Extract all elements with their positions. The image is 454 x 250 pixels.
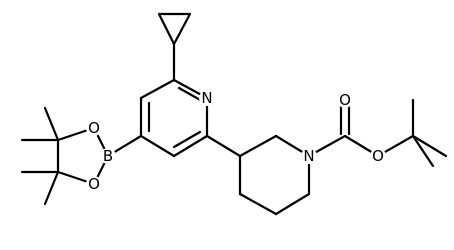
bond-pyridine-c2-c3 bbox=[172, 134, 209, 158]
bond-piperidine-c5-c4 bbox=[238, 192, 278, 216]
bond-tbu-me-right bbox=[411, 134, 448, 158]
ester-o-label: O bbox=[372, 147, 384, 165]
pyridine-n-bg bbox=[199, 90, 215, 106]
bond-cyclopropyl-1 bbox=[157, 12, 176, 46]
bond-piperidine-c3-c2 bbox=[238, 134, 278, 158]
bond-pyridine-piperidine bbox=[205, 134, 242, 158]
bond-pyridine-c2-c3-inner bbox=[172, 130, 202, 149]
bond-piperidine-c6-c5 bbox=[274, 192, 311, 216]
piperidine-n-label: N bbox=[303, 147, 314, 165]
bond-cyclopropyl-2 bbox=[172, 12, 192, 46]
bond-c-upper-me-1 bbox=[43, 106, 60, 142]
bond-tbu-me-bottom bbox=[411, 134, 435, 168]
atom-labels: N N B O O O O bbox=[86, 89, 386, 193]
bond-c-lower-me-2 bbox=[43, 170, 60, 206]
boronate-o-lower-label: O bbox=[88, 175, 100, 193]
boron-bg bbox=[100, 148, 116, 164]
carbonyl-o-bg bbox=[337, 92, 353, 108]
carbonyl-o-label: O bbox=[339, 91, 351, 109]
bond-pyridine-c5-c6 bbox=[139, 78, 176, 100]
bond-pyridine-c3-c4 bbox=[139, 134, 176, 158]
bonds bbox=[20, 12, 448, 216]
boronate-o-lower-bg bbox=[86, 176, 102, 192]
bond-pyridine-c6-n-inner bbox=[177, 86, 204, 103]
ester-o-bg bbox=[370, 148, 386, 164]
boron-label: B bbox=[103, 147, 113, 165]
pyridine-n-label: N bbox=[201, 89, 212, 107]
boronate-o-upper-bg bbox=[86, 120, 102, 136]
boronate-o-upper-label: O bbox=[88, 119, 100, 137]
piperidine-n-bg bbox=[301, 148, 317, 164]
